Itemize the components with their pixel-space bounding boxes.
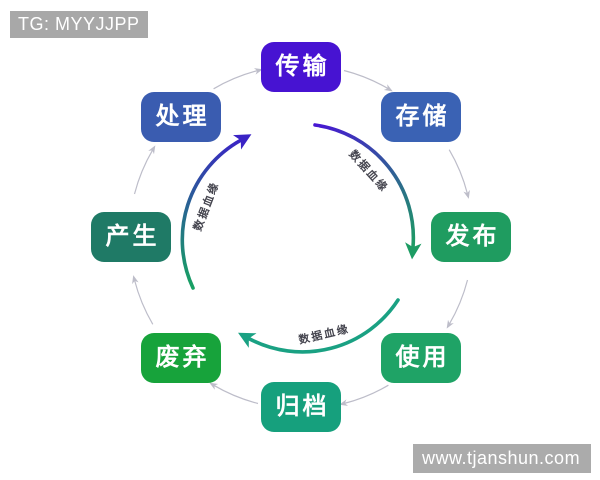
watermark-website: www.tjanshun.com — [413, 444, 591, 473]
connector-archive-to-discard — [209, 382, 259, 405]
lineage-arrow-bottom — [238, 298, 400, 354]
node-store: 存储 — [381, 92, 461, 142]
node-transmit-label: 传输 — [275, 53, 330, 80]
node-use-label: 使用 — [395, 344, 450, 371]
node-archive: 归档 — [261, 382, 341, 432]
node-use: 使用 — [381, 333, 461, 383]
node-generate-label: 产生 — [105, 223, 160, 250]
connector-use-to-archive — [339, 384, 389, 406]
connector-process-to-transmit — [213, 68, 263, 90]
node-process: 处理 — [141, 92, 221, 142]
lineage-arrow-top-right — [313, 123, 422, 260]
node-transmit: 传输 — [261, 42, 341, 92]
node-process-label: 处理 — [155, 103, 210, 130]
node-discard-label: 废弃 — [155, 344, 210, 371]
connector-store-to-publish — [448, 149, 470, 199]
connector-generate-to-process — [133, 145, 156, 195]
connector-discard-to-generate — [132, 275, 154, 325]
node-generate: 产生 — [91, 212, 171, 262]
node-store-label: 存储 — [395, 103, 450, 130]
node-publish-label: 发布 — [445, 223, 500, 250]
node-discard: 废弃 — [141, 333, 221, 383]
node-publish: 发布 — [431, 212, 511, 262]
connector-transmit-to-store — [343, 69, 393, 92]
watermark-telegram: TG: MYYJJPP — [10, 11, 148, 38]
lineage-arrow-left — [180, 134, 252, 290]
node-archive-label: 归档 — [275, 393, 330, 420]
connector-publish-to-use — [446, 279, 469, 329]
